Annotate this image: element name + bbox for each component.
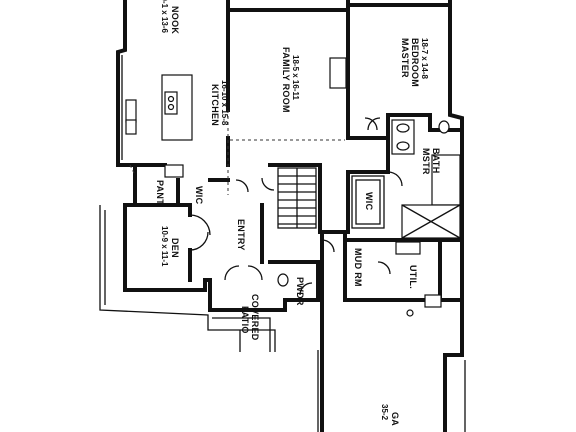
- room-nook: NOOK 10-1 x 13-6: [160, 0, 180, 34]
- room-dims: 16-10 x 15-8: [220, 80, 229, 126]
- fixtures: [125, 57, 461, 317]
- room-name: WIC: [364, 192, 374, 211]
- room-dims: 18-5 x 16-11: [291, 55, 300, 100]
- room-name: NOOK: [170, 6, 180, 34]
- room-name: PWDR: [295, 277, 305, 306]
- room-name: GA: [390, 412, 400, 426]
- fireplace: [329, 57, 347, 89]
- stairs: [277, 167, 317, 229]
- room-name: UTIL.: [408, 265, 418, 289]
- room-entry: ENTRY: [236, 219, 246, 251]
- room-wic-master: WIC: [364, 192, 374, 211]
- room-name: MASTER: [400, 38, 410, 78]
- doors: [189, 117, 403, 296]
- detail-lines: [99, 55, 466, 432]
- room-wic-pantry: WIC: [194, 186, 204, 205]
- kitchen-sink: [125, 99, 137, 123]
- room-mud-rm: MUD RM: [353, 248, 363, 287]
- room-dims: 10-1 x 13-6: [160, 0, 169, 33]
- room-name-2: PATIO: [240, 306, 250, 334]
- room-mstr-bath: MSTR BATH: [421, 148, 441, 175]
- room-name: DEN: [170, 238, 180, 258]
- room-kitchen: KITCHEN 16-10 x 15-8: [210, 80, 229, 126]
- utility-sink: [395, 241, 421, 255]
- room-family: FAMILY ROOM 18-5 x 16-11: [281, 47, 300, 113]
- room-name: KITCHEN: [210, 84, 220, 126]
- room-master: MASTER BEDROOM 18-7 x 14-8: [400, 38, 429, 87]
- room-dims: 18-7 x 14-8: [420, 38, 429, 79]
- room-util: UTIL.: [408, 265, 418, 289]
- room-name-2: BEDROOM: [410, 38, 420, 87]
- room-dims: 35-2: [380, 404, 389, 421]
- room-name: COVERED: [250, 294, 260, 341]
- water-heater: [424, 294, 442, 308]
- room-name-2: BATH: [431, 148, 441, 174]
- room-name: MUD RM: [353, 248, 363, 287]
- room-pwdr: PWDR: [295, 277, 305, 306]
- room-name: FAMILY ROOM: [281, 47, 291, 113]
- room-name: PANT: [155, 180, 165, 205]
- room-name: WIC: [194, 186, 204, 205]
- room-pant: PANT: [155, 180, 165, 205]
- room-name: ENTRY: [236, 219, 246, 251]
- room-den: DEN 10-9 x 11-1: [160, 226, 180, 267]
- range: [125, 119, 137, 135]
- room-dims: 10-9 x 11-1: [160, 226, 169, 267]
- pwdr-toilet: [277, 273, 289, 287]
- room-covered-patio: COVERED PATIO: [240, 294, 260, 341]
- toilet: [438, 120, 450, 134]
- room-name: MSTR: [421, 148, 431, 175]
- room-garage: GA 35-2: [380, 404, 400, 426]
